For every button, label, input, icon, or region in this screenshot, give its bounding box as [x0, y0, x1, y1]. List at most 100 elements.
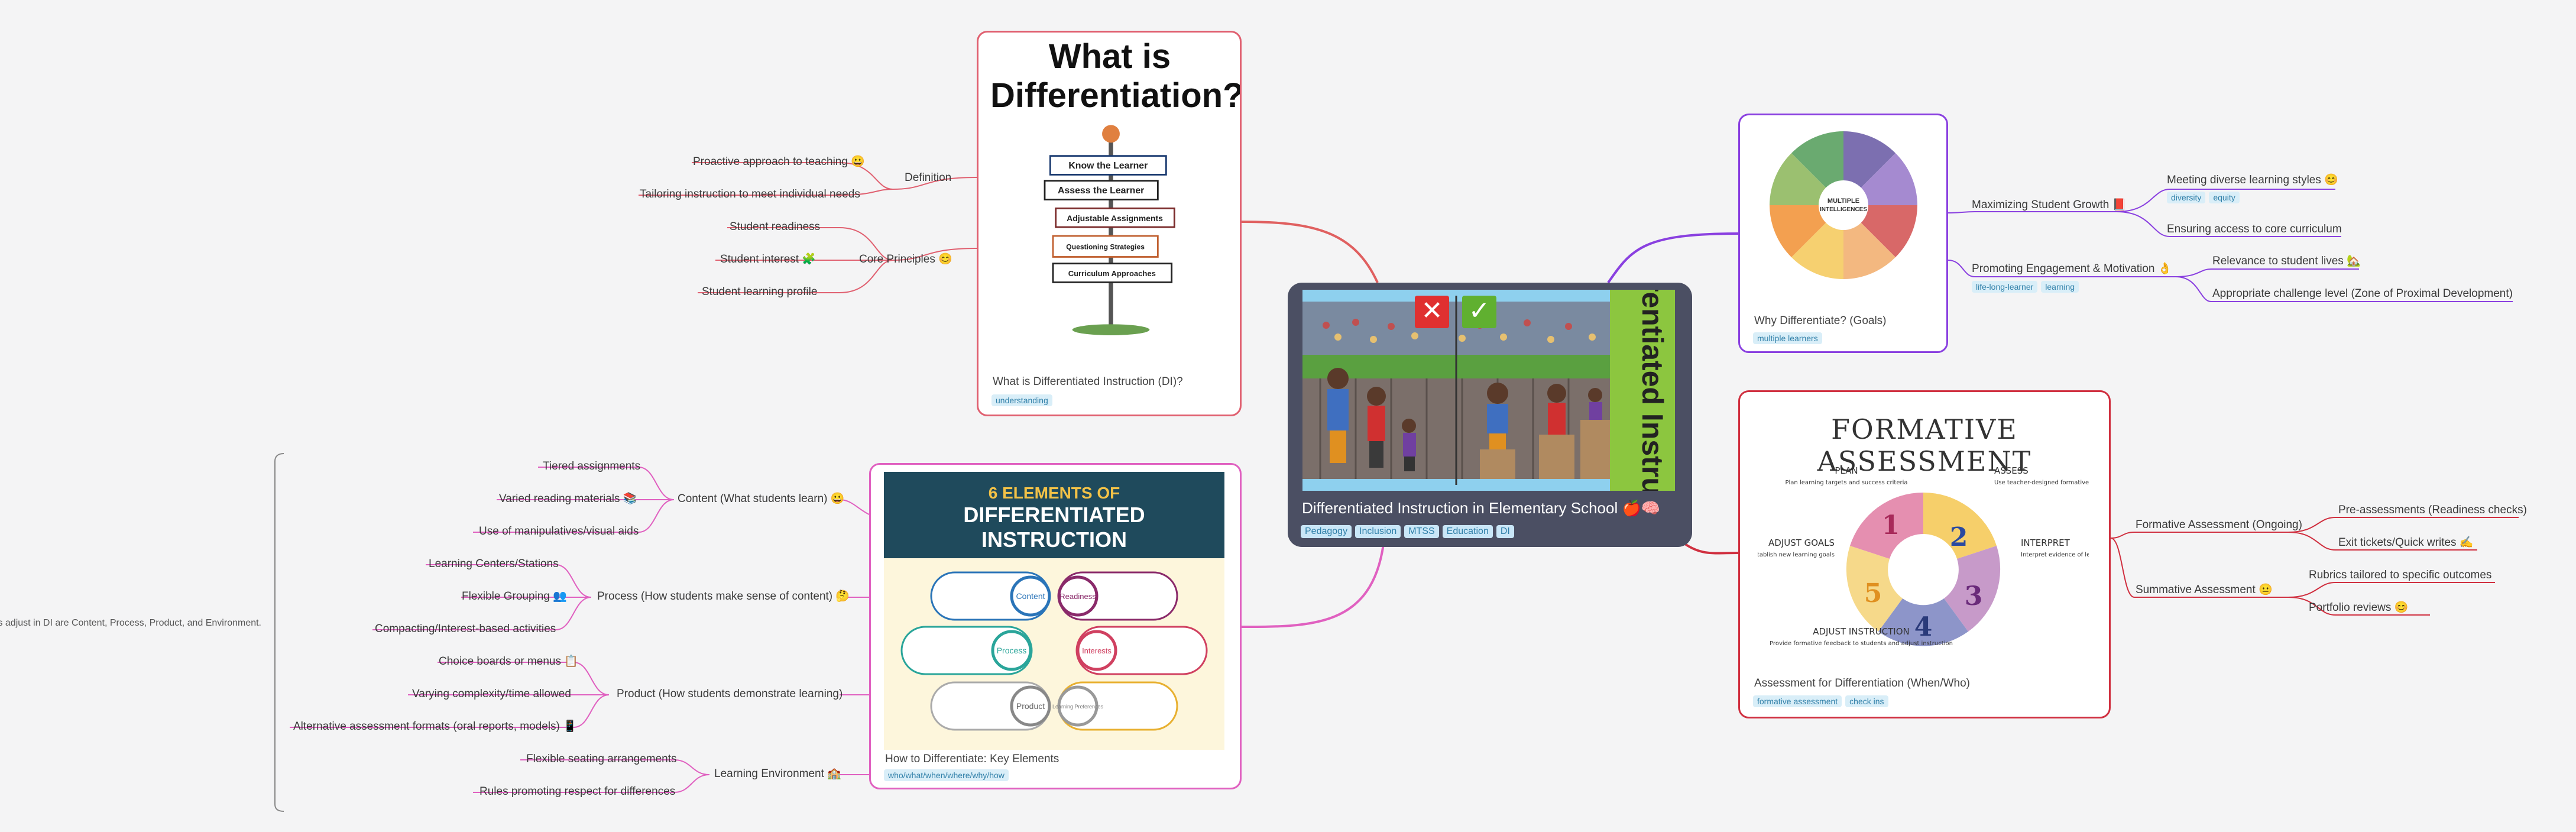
step-2-num: 2	[1950, 522, 1968, 552]
step-1-num: 1	[1882, 510, 1900, 540]
branch-product[interactable]: Product (How students demonstrate learni…	[617, 688, 843, 700]
leaf-portfolio[interactable]: Portfolio reviews 😊	[2309, 601, 2409, 614]
graphic-title-small: 6 ELEMENTS OF	[988, 484, 1120, 502]
tag[interactable]: understanding	[991, 394, 1052, 406]
assessment-caption: Assessment for Differentiation (When/Who…	[1754, 677, 1971, 689]
why-caption: Why Differentiate? (Goals)	[1754, 315, 1887, 327]
leaf-reading[interactable]: Varied reading materials 📚	[499, 493, 637, 505]
leaf-proactive[interactable]: Proactive approach to teaching 😀	[693, 156, 865, 168]
leaf-exit-tickets[interactable]: Exit tickets/Quick writes ✍	[2338, 536, 2474, 549]
step-4-text: Provide formative feedback to students a…	[1770, 640, 1953, 647]
six-elements-graphic: 6 ELEMENTS OF DIFFERENTIATED INSTRUCTION…	[884, 472, 1224, 750]
petal-process: Process	[997, 646, 1027, 655]
leaf-interest[interactable]: Student interest 🧩	[720, 253, 816, 266]
svg-text:✕: ✕	[1421, 296, 1443, 326]
tag[interactable]: MTSS	[1404, 525, 1439, 538]
step-4-title: ADJUST INSTRUCTION	[1813, 626, 1909, 637]
what-is-heading: What is Differentiation?	[990, 37, 1242, 115]
branch-summative[interactable]: Summative Assessment 😐	[2136, 584, 2273, 596]
tag[interactable]: life-long-learner	[1972, 281, 2038, 293]
central-illustration: ✕ ✓ Differentiated Instruction	[1302, 290, 1675, 491]
branch-definition[interactable]: Definition	[905, 171, 952, 184]
tag[interactable]: Education	[1442, 525, 1493, 538]
svg-text:INTELLIGENCES: INTELLIGENCES	[1820, 206, 1867, 213]
leaf-rules[interactable]: Rules promoting respect for differences	[479, 785, 676, 798]
leaf-learning-profile[interactable]: Student learning profile	[702, 286, 818, 298]
branch-max-growth[interactable]: Maximizing Student Growth 📕	[1972, 199, 2127, 211]
tag[interactable]: DI	[1496, 525, 1514, 538]
svg-text:MULTIPLE: MULTIPLE	[1827, 198, 1859, 205]
central-image-title: Differentiated Instruction	[1636, 290, 1669, 491]
branch-content[interactable]: Content (What students learn) 😀	[678, 493, 845, 505]
leaf-manipulatives[interactable]: Use of manipulatives/visual aids	[479, 525, 639, 538]
petal-product: Product	[1016, 701, 1045, 711]
central-tags: Pedagogy Inclusion MTSS Education DI	[1301, 525, 1514, 538]
sign-2: Assess the Learner	[1058, 186, 1144, 196]
what-is-caption: What is Differentiated Instruction (DI)?	[993, 375, 1183, 388]
tag[interactable]: check ins	[1845, 695, 1888, 707]
leaf-complexity[interactable]: Varying complexity/time allowed	[412, 688, 571, 700]
leaf-tiered[interactable]: Tiered assignments	[543, 460, 641, 472]
formative-heading: FORMATIVE ASSESSMENT	[1817, 413, 2032, 477]
leaf-learning-styles[interactable]: Meeting diverse learning styles 😊	[2167, 174, 2338, 186]
sign-5: Curriculum Approaches	[1068, 269, 1156, 278]
assessment-card[interactable]: FORMATIVE ASSESSMENT 1 2 3 4 5 PLAN Plan…	[1738, 390, 2111, 718]
why-tags: multiple learners	[1753, 332, 1822, 344]
leaf-readiness[interactable]: Student readiness	[730, 221, 821, 233]
graphic-title-big: DIFFERENTIATED INSTRUCTION	[963, 503, 1145, 552]
tag[interactable]: multiple learners	[1753, 332, 1822, 344]
leaf-alt-assessment[interactable]: Alternative assessment formats (oral rep…	[293, 720, 577, 733]
step-5-text: Adjust current learning goals, establish…	[1758, 552, 1835, 558]
branch-learning-environment[interactable]: Learning Environment 🏫	[714, 768, 841, 780]
svg-text:✓: ✓	[1469, 296, 1490, 326]
step-3-text: Interpret evidence of learning	[2021, 552, 2089, 558]
petal-interests: Interests	[1082, 646, 1112, 655]
leaf-compacting[interactable]: Compacting/Interest-based activities	[375, 623, 556, 635]
leaf-core-access[interactable]: Ensuring access to core curriculum	[2167, 223, 2342, 235]
sign-4: Questioning Strategies	[1066, 242, 1145, 251]
step-2-title: ASSESS	[1994, 465, 2029, 476]
leaf-grouping[interactable]: Flexible Grouping 👥	[462, 590, 567, 603]
tag[interactable]: Inclusion	[1355, 525, 1401, 538]
step-1-title: PLAN	[1835, 465, 1858, 476]
tag[interactable]: formative assessment	[1753, 695, 1842, 707]
sign-3: Adjustable Assignments	[1067, 213, 1163, 223]
what-is-tags: understanding	[991, 394, 1052, 406]
why-card[interactable]: MULTIPLE INTELLIGENCES Why Differentiate…	[1738, 114, 1948, 353]
leaf-tailoring[interactable]: Tailoring instruction to meet individual…	[640, 188, 860, 200]
tag[interactable]: who/what/when/where/why/how	[884, 769, 1009, 781]
how-to-caption: How to Differentiate: Key Elements	[885, 753, 1059, 765]
branch-engagement[interactable]: Promoting Engagement & Motivation 👌	[1972, 263, 2172, 275]
leaf-relevance[interactable]: Relevance to student lives 🏡	[2212, 255, 2361, 267]
tag[interactable]: diversity	[2167, 192, 2206, 203]
leaf-seating[interactable]: Flexible seating arrangements	[526, 753, 677, 765]
elements-summary-note: Elements teachers adjust in DI are Conte…	[0, 618, 261, 628]
step-5-num: 5	[1864, 578, 1882, 608]
step-4-num: 4	[1914, 612, 1933, 642]
leaf-pre-assessments[interactable]: Pre-assessments (Readiness checks)	[2338, 504, 2527, 516]
how-to-card[interactable]: 6 ELEMENTS OF DIFFERENTIATED INSTRUCTION…	[869, 463, 1242, 789]
learning-styles-tags: diversity equity	[2167, 192, 2240, 203]
step-5-title: ADJUST GOALS	[1768, 538, 1835, 548]
branch-process[interactable]: Process (How students make sense of cont…	[597, 590, 850, 603]
leaf-choice-boards[interactable]: Choice boards or menus 📋	[439, 655, 578, 668]
branch-formative-ongoing[interactable]: Formative Assessment (Ongoing)	[2136, 519, 2302, 531]
petal-content: Content	[1016, 591, 1045, 601]
leaf-rubrics[interactable]: Rubrics tailored to specific outcomes	[2309, 569, 2492, 581]
step-2-text: Use teacher-designed formative practices…	[1994, 480, 2089, 486]
tag[interactable]: Pedagogy	[1301, 525, 1352, 538]
how-to-tags: who/what/when/where/why/how	[884, 769, 1009, 781]
leaf-challenge[interactable]: Appropriate challenge level (Zone of Pro…	[2212, 287, 2513, 300]
sign-1: Know the Learner	[1068, 161, 1148, 171]
what-is-di-card[interactable]: What is Differentiation? Know the Learne…	[977, 31, 1242, 416]
tag[interactable]: equity	[2209, 192, 2240, 203]
central-topic-card[interactable]: ✕ ✓ Differentiated Instruction Different…	[1288, 283, 1692, 547]
step-3-title: INTERPRET	[2021, 538, 2070, 548]
petal-learning-preferences: Learning Preferences	[1052, 704, 1104, 710]
engagement-tags: life-long-learner learning	[1972, 281, 2079, 293]
central-topic-label: Differentiated Instruction in Elementary…	[1302, 499, 1661, 517]
leaf-centers[interactable]: Learning Centers/Stations	[429, 558, 559, 570]
branch-core-principles[interactable]: Core Principles 😊	[859, 253, 952, 266]
tag[interactable]: learning	[2041, 281, 2079, 293]
